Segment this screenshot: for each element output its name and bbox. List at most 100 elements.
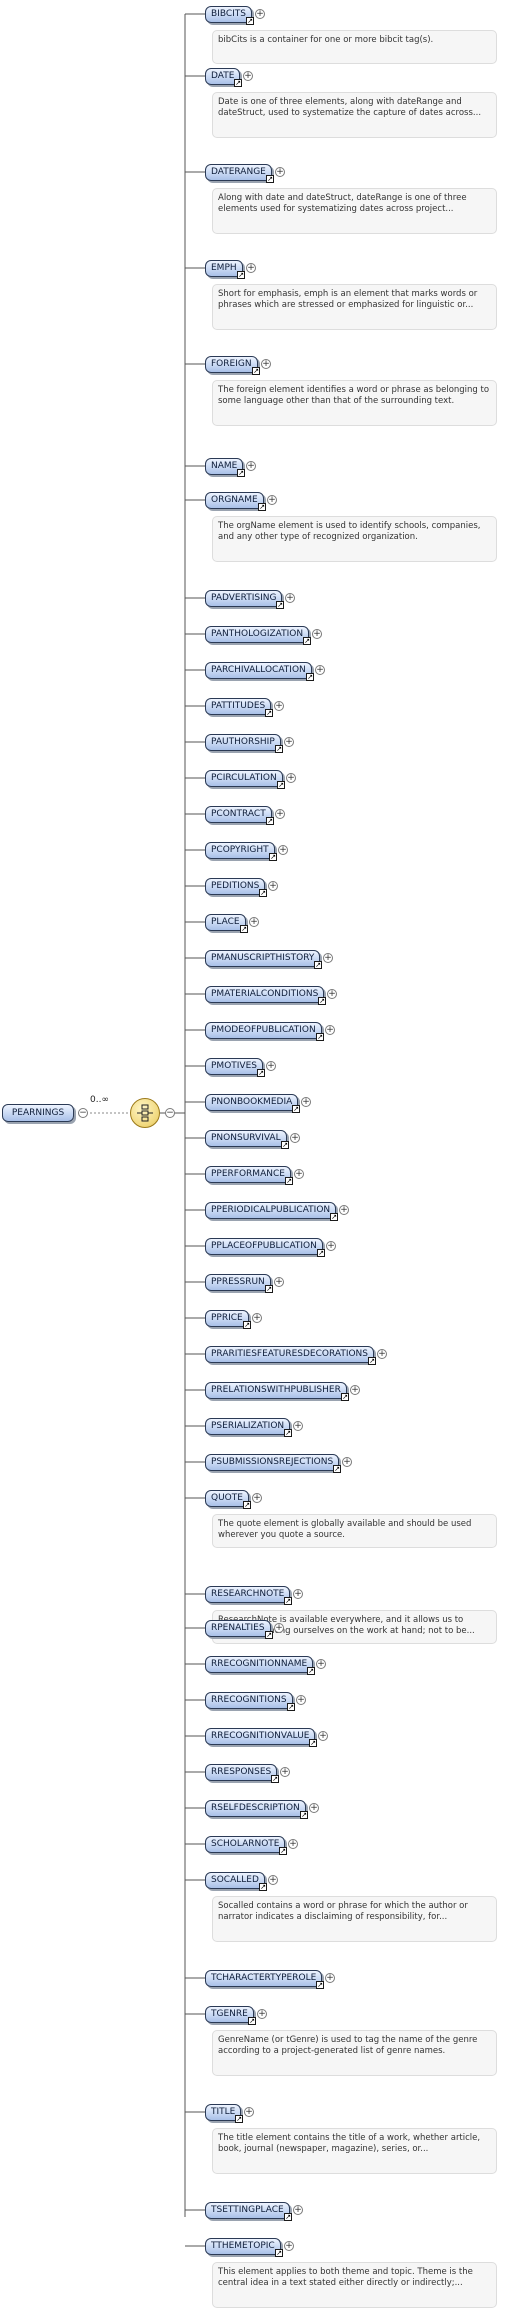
element-tthemetopic[interactable]: TTHEMETOPIC↗ [205, 2238, 283, 2257]
expand-icon[interactable]: + [325, 1973, 335, 1983]
element-pnonbookmedia[interactable]: PNONBOOKMEDIA↗ [205, 1094, 300, 1113]
expand-icon[interactable]: + [377, 1349, 387, 1359]
element-pcontract[interactable]: PCONTRACT↗ [205, 806, 274, 825]
expand-icon[interactable]: + [275, 167, 285, 177]
element-rselfdescription[interactable]: RSELFDESCRIPTION↗ [205, 1800, 308, 1819]
element-scholarnote[interactable]: SCHOLARNOTE↗ [205, 1836, 287, 1855]
element-tcharactertyperole[interactable]: TCHARACTERTYPEROLE↗ [205, 1970, 324, 1989]
expand-icon[interactable]: + [312, 629, 322, 639]
expand-icon[interactable]: + [249, 917, 259, 927]
expand-icon[interactable]: + [293, 1589, 303, 1599]
element-pserialization[interactable]: PSERIALIZATION↗ [205, 1418, 292, 1437]
choice-collapse-icon[interactable]: − [165, 1108, 175, 1118]
expand-icon[interactable]: + [284, 2241, 294, 2251]
expand-icon[interactable]: + [350, 1385, 360, 1395]
expand-icon[interactable]: + [244, 2107, 254, 2117]
element-emph[interactable]: EMPH↗ [205, 260, 245, 279]
expand-icon[interactable]: + [316, 1659, 326, 1669]
element-peditions[interactable]: PEDITIONS↗ [205, 878, 267, 897]
expand-icon[interactable]: + [252, 1313, 262, 1323]
choice-compositor[interactable] [130, 1098, 160, 1128]
expand-icon[interactable]: + [261, 359, 271, 369]
element-pmodeofpublication[interactable]: PMODEOFPUBLICATION↗ [205, 1022, 324, 1041]
expand-icon[interactable]: + [274, 1277, 284, 1287]
element-pperiodicalpublication[interactable]: PPERIODICALPUBLICATION↗ [205, 1202, 338, 1221]
expand-icon[interactable]: + [293, 1421, 303, 1431]
element-pmotives[interactable]: PMOTIVES↗ [205, 1058, 265, 1077]
element-pprice[interactable]: PPRICE↗ [205, 1310, 251, 1329]
element-praritiesfeaturesdecorations[interactable]: PRARITIESFEATURESDECORATIONS↗ [205, 1346, 376, 1365]
element-pnonsurvival[interactable]: PNONSURVIVAL↗ [205, 1130, 289, 1149]
expand-icon[interactable]: + [285, 593, 295, 603]
expand-icon[interactable]: + [296, 1695, 306, 1705]
expand-icon[interactable]: + [327, 989, 337, 999]
expand-icon[interactable]: + [275, 809, 285, 819]
element-daterange[interactable]: DATERANGE↗ [205, 164, 274, 183]
expand-icon[interactable]: + [267, 495, 277, 505]
expand-icon[interactable]: + [339, 1205, 349, 1215]
element-parchivallocation[interactable]: PARCHIVALLOCATION↗ [205, 662, 314, 681]
element-researchnote[interactable]: RESEARCHNOTE↗ [205, 1586, 292, 1605]
expand-icon[interactable]: + [342, 1457, 352, 1467]
element-panthologization[interactable]: PANTHOLOGIZATION↗ [205, 626, 311, 645]
element-pcirculation[interactable]: PCIRCULATION↗ [205, 770, 285, 789]
expand-icon[interactable]: + [252, 1493, 262, 1503]
element-pmaterialconditions[interactable]: PMATERIALCONDITIONS↗ [205, 986, 326, 1005]
element-pmanuscripthistory[interactable]: PMANUSCRIPTHISTORY↗ [205, 950, 322, 969]
element-foreign[interactable]: FOREIGN↗ [205, 356, 260, 375]
element-orgname[interactable]: ORGNAME↗ [205, 492, 266, 511]
element-date[interactable]: DATE↗ [205, 68, 242, 87]
expand-icon[interactable]: + [315, 665, 325, 675]
expand-icon[interactable]: + [294, 1169, 304, 1179]
element-ppressrun[interactable]: PPRESSRUN↗ [205, 1274, 273, 1293]
element-rrecognitionvalue[interactable]: RRECOGNITIONVALUE↗ [205, 1728, 317, 1747]
expand-icon[interactable]: + [309, 1803, 319, 1813]
expand-icon[interactable]: + [278, 845, 288, 855]
element-bibcits[interactable]: BIBCITS↗ [205, 6, 254, 25]
reference-arrow-icon: ↗ [243, 1501, 251, 1509]
root-element-pearnings[interactable]: PEARNINGS [2, 1104, 74, 1122]
element-tsettingplace[interactable]: TSETTINGPLACE↗ [205, 2202, 292, 2221]
expand-icon[interactable]: + [290, 1133, 300, 1143]
expand-icon[interactable]: + [274, 701, 284, 711]
element-pcopyright[interactable]: PCOPYRIGHT↗ [205, 842, 277, 861]
element-title[interactable]: TITLE↗ [205, 2104, 243, 2123]
element-rrecognitionname[interactable]: RRECOGNITIONNAME↗ [205, 1656, 315, 1675]
element-quote[interactable]: QUOTE↗ [205, 1490, 251, 1509]
root-collapse-icon[interactable]: − [78, 1108, 88, 1118]
expand-icon[interactable]: + [274, 1623, 284, 1633]
expand-icon[interactable]: + [257, 2009, 267, 2019]
element-pplaceofpublication[interactable]: PPLACEOFPUBLICATION↗ [205, 1238, 325, 1257]
element-pperformance[interactable]: PPERFORMANCE↗ [205, 1166, 293, 1185]
expand-icon[interactable]: + [268, 1875, 278, 1885]
element-prelationswithpublisher[interactable]: PRELATIONSWITHPUBLISHER↗ [205, 1382, 349, 1401]
element-pattitudes[interactable]: PATTITUDES↗ [205, 698, 273, 717]
element-name[interactable]: NAME↗ [205, 458, 245, 477]
element-rrecognitions[interactable]: RRECOGNITIONS↗ [205, 1692, 295, 1711]
element-padvertising[interactable]: PADVERTISING↗ [205, 590, 284, 609]
element-tgenre[interactable]: TGENRE↗ [205, 2006, 256, 2025]
expand-icon[interactable]: + [280, 1767, 290, 1777]
element-socalled[interactable]: SOCALLED↗ [205, 1872, 267, 1891]
expand-icon[interactable]: + [246, 263, 256, 273]
expand-icon[interactable]: + [243, 71, 253, 81]
element-pauthorship[interactable]: PAUTHORSHIP↗ [205, 734, 283, 753]
element-rresponses[interactable]: RRESPONSES↗ [205, 1764, 279, 1783]
expand-icon[interactable]: + [318, 1731, 328, 1741]
expand-icon[interactable]: + [268, 881, 278, 891]
expand-icon[interactable]: + [288, 1839, 298, 1849]
expand-icon[interactable]: + [325, 1025, 335, 1035]
element-place[interactable]: PLACE↗ [205, 914, 248, 933]
element-psubmissionsrejections[interactable]: PSUBMISSIONSREJECTIONS↗ [205, 1454, 341, 1473]
element-rpenalties[interactable]: RPENALTIES↗ [205, 1620, 273, 1639]
expand-icon[interactable]: + [293, 2205, 303, 2215]
reference-arrow-icon: ↗ [259, 1883, 267, 1891]
expand-icon[interactable]: + [246, 461, 256, 471]
expand-icon[interactable]: + [266, 1061, 276, 1071]
expand-icon[interactable]: + [323, 953, 333, 963]
expand-icon[interactable]: + [284, 737, 294, 747]
expand-icon[interactable]: + [286, 773, 296, 783]
expand-icon[interactable]: + [326, 1241, 336, 1251]
expand-icon[interactable]: + [255, 9, 265, 19]
expand-icon[interactable]: + [301, 1097, 311, 1107]
